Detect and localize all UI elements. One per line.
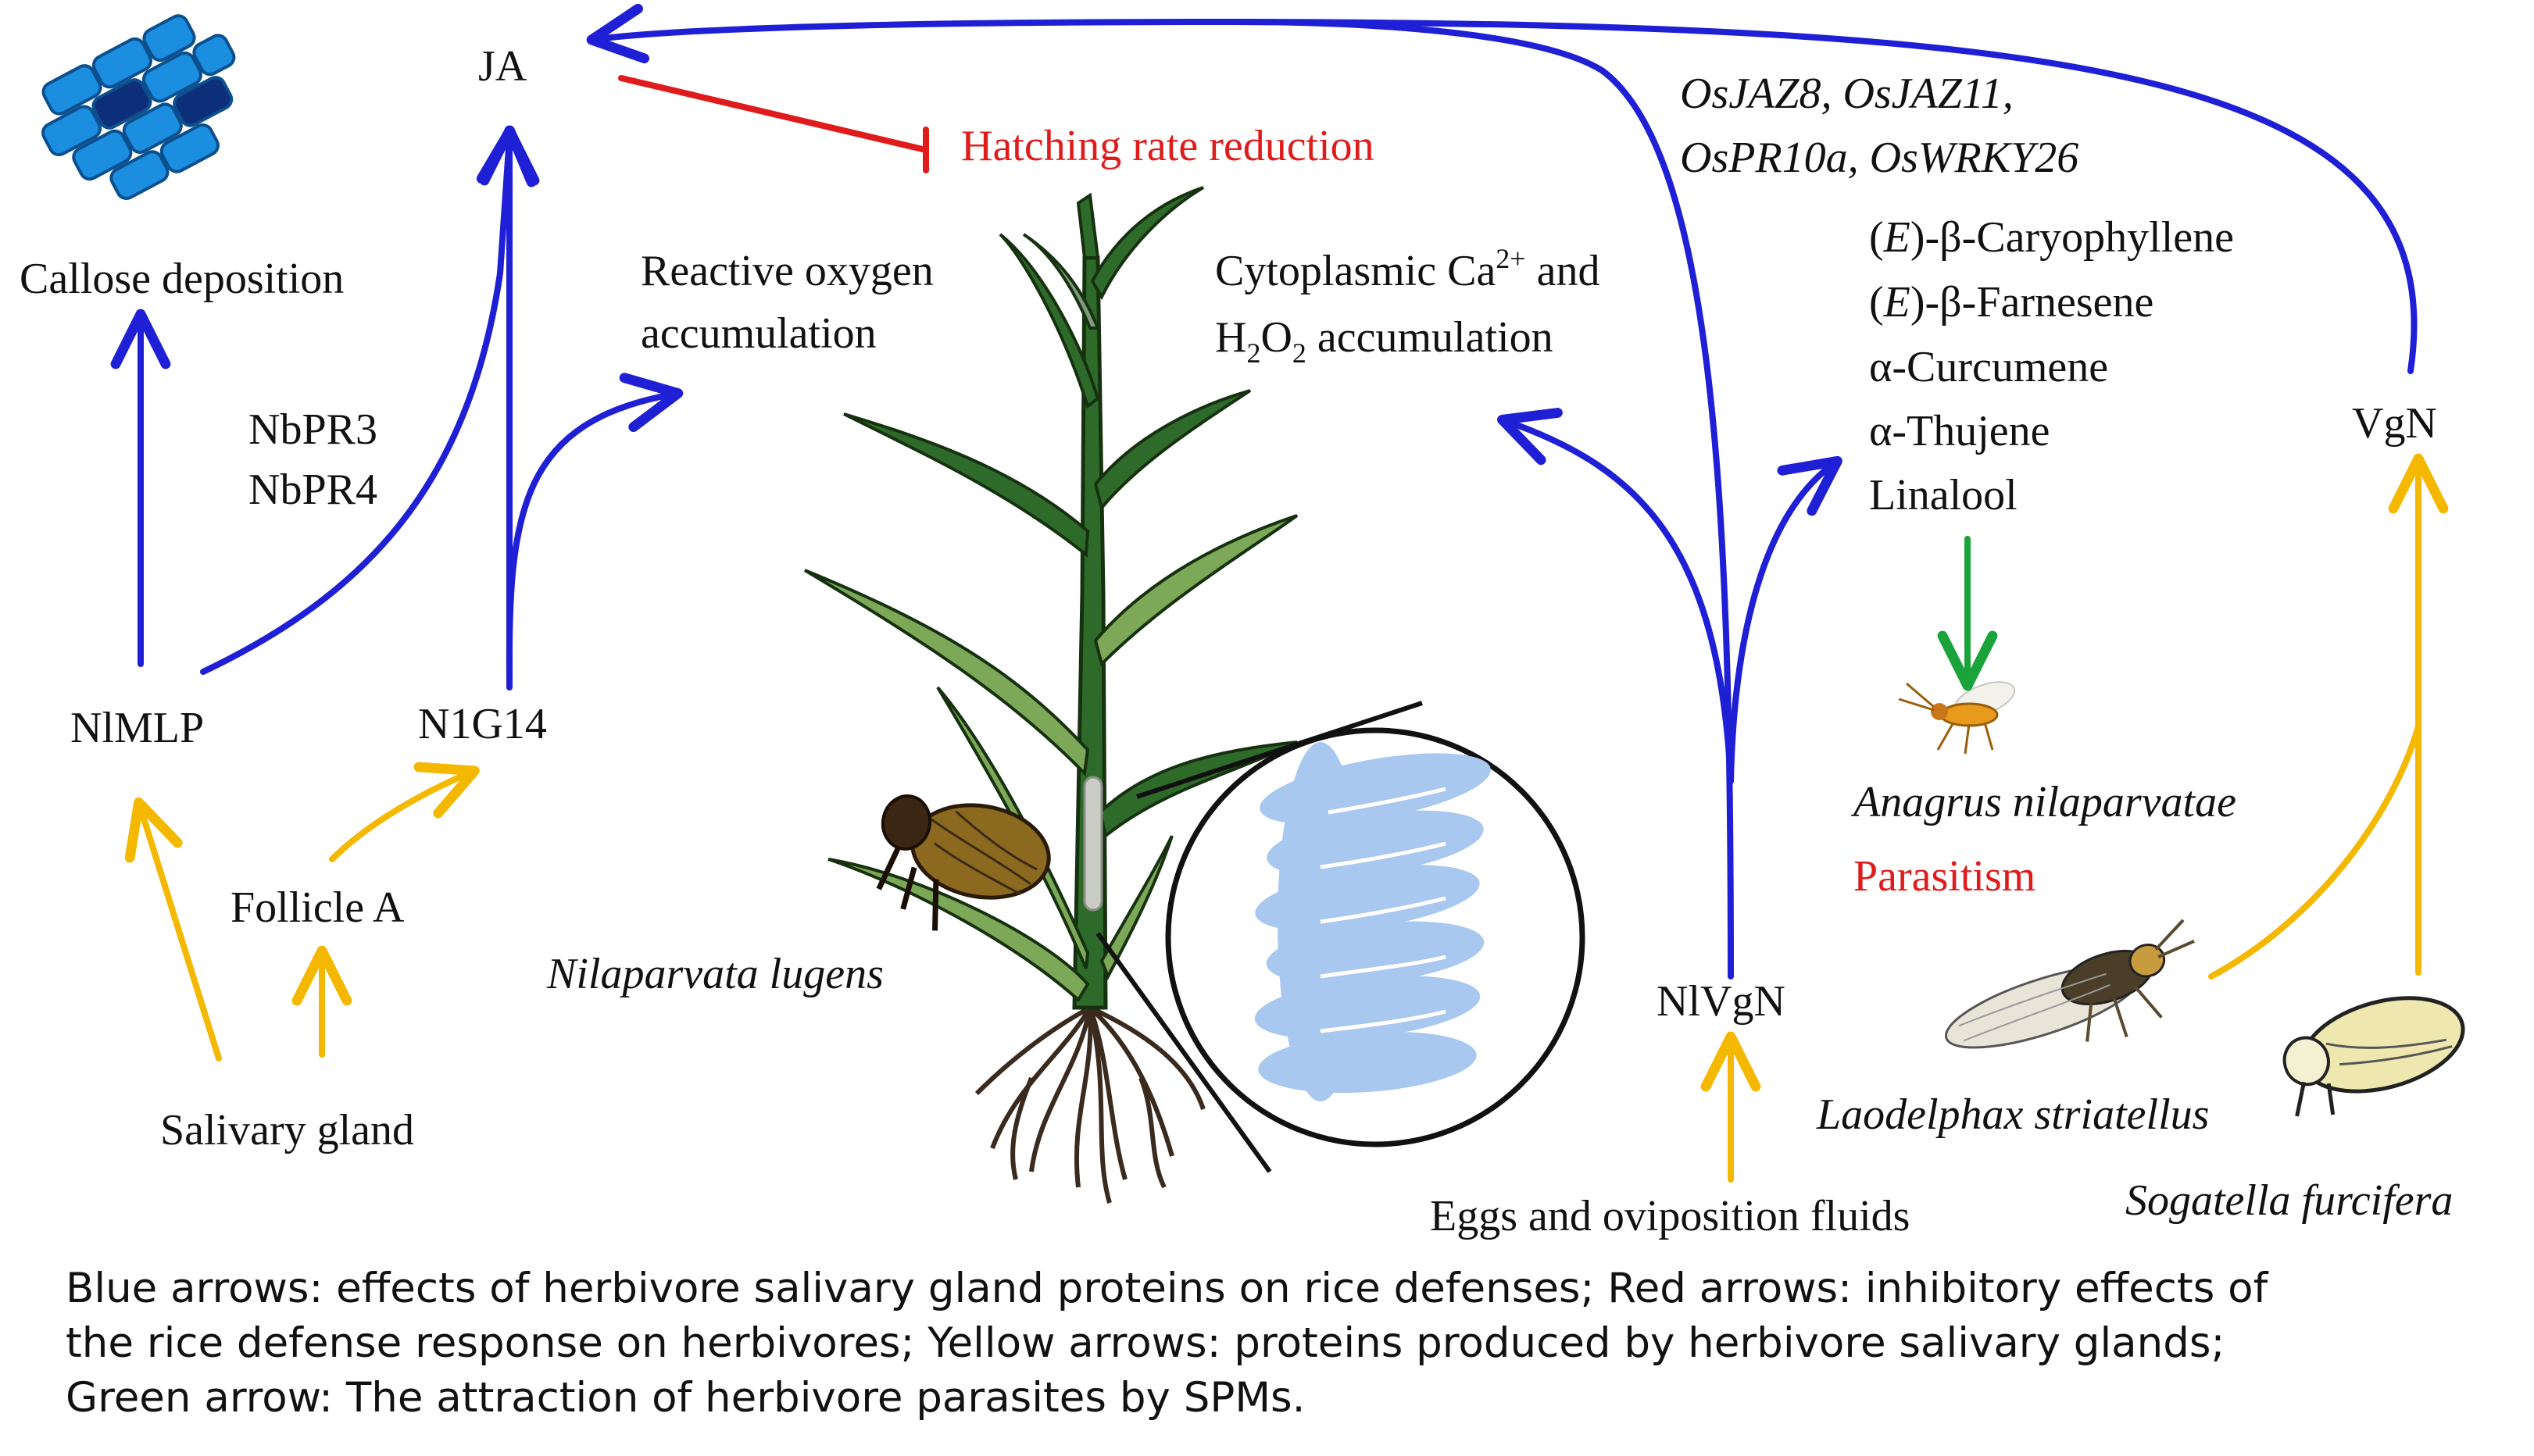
caption-line: Green arrow: The attraction of herbivore… [66, 1374, 1306, 1422]
label-caryophyllene: (E)-β-Caryophyllene [1869, 213, 2234, 262]
label-follicle-a: Follicle A [231, 883, 405, 932]
rice-leaf [827, 858, 1090, 1003]
label-nbpr4: NbPR4 [248, 466, 377, 514]
label-callose-deposition: Callose deposition [20, 255, 344, 303]
label-laodelphax-striatellus: Laodelphax striatellus [1816, 1090, 2209, 1139]
label-thujene: α-Thujene [1869, 407, 2050, 455]
label-ros-line1: Reactive oxygen [641, 247, 934, 295]
label-ros-line2: accumulation [641, 309, 877, 358]
rice-leaf [1099, 835, 1174, 980]
rice-roots [974, 1005, 1206, 1204]
rice-leaf [999, 233, 1100, 409]
label-vgn: VgN [2352, 399, 2437, 448]
anagrus-nilaparvatae-icon [1898, 681, 2016, 755]
label-anagrus-nilaparvatae: Anagrus nilaparvatae [1850, 778, 2236, 826]
label-nlvgn: NlVgN [1657, 977, 1785, 1026]
rice-leaf [1022, 233, 1100, 330]
red-inhibition-arrow [618, 75, 929, 173]
label-nbpr3: NbPR3 [248, 405, 377, 454]
blue-arrows [110, 3, 2418, 980]
caption-line: the rice defense response on herbivores;… [66, 1319, 2225, 1367]
arrow-nlmlp-to-ja [200, 125, 537, 675]
callose-cells-icon [41, 14, 236, 200]
arrow-salivary-to-nlmlp [124, 797, 222, 1062]
label-nilaparvata-lugens: Nilaparvata lugens [546, 950, 884, 998]
label-farnesene: (E)-β-Farnesene [1869, 278, 2153, 327]
label-genes-line2: OsPR10a, OsWRKY26 [1680, 134, 2078, 182]
caption-line: Blue arrows: effects of herbivore saliva… [66, 1265, 2268, 1312]
label-parasitism: Parasitism [1853, 852, 2035, 901]
nilaparvata-lugens-icon [876, 794, 1051, 931]
arrow-laodelphax-to-vgn [2208, 723, 2421, 980]
yellow-arrows [124, 453, 2449, 1183]
rice-leaf [1093, 389, 1252, 512]
egg-zoom-inset [1095, 701, 1585, 1173]
label-salivary-gland: Salivary gland [160, 1106, 414, 1154]
laodelphax-striatellus-icon [1944, 919, 2195, 1049]
label-curcumene: α-Curcumene [1869, 343, 2108, 391]
arrow-nlvgn-to-volatiles [1728, 455, 1842, 784]
rice-leaf [1090, 186, 1205, 301]
figure-caption: Blue arrows: effects of herbivore saliva… [66, 1262, 2488, 1426]
label-linalool: Linalool [1869, 471, 2018, 519]
label-ja: JA [478, 42, 527, 91]
arrow-n1g14-to-ros [506, 373, 684, 683]
label-h2o2-line2: H2O2 accumulation [1215, 313, 1553, 369]
label-eggs-oviposition: Eggs and oviposition fluids [1430, 1192, 1910, 1240]
arrow-follicle-to-n1g14 [329, 762, 480, 862]
rice-leaf [843, 412, 1090, 558]
rice-plant [803, 186, 1299, 1204]
arrow-vgn-to-ja [586, 3, 2418, 374]
label-sogatella-furcifera: Sogatella furcifera [2125, 1176, 2453, 1225]
arrow-nlvgn-to-ca [1497, 408, 1734, 784]
label-nlmlp: NlMLP [70, 704, 204, 752]
oviposition-slit [1083, 776, 1103, 912]
rice-leaf [1093, 514, 1299, 667]
label-hatching-rate-reduction: Hatching rate reduction [961, 122, 1374, 170]
label-genes-line1: OsJAZ8, OsJAZ11, [1680, 70, 2014, 118]
sogatella-furcifera-icon [2282, 996, 2465, 1117]
arrow-nlvgn-to-ja [1231, 19, 1734, 980]
label-ca-line1: Cytoplasmic Ca2+ and [1215, 243, 1599, 295]
label-n1g14: N1G14 [418, 700, 547, 748]
rice-leaf [803, 569, 1090, 777]
